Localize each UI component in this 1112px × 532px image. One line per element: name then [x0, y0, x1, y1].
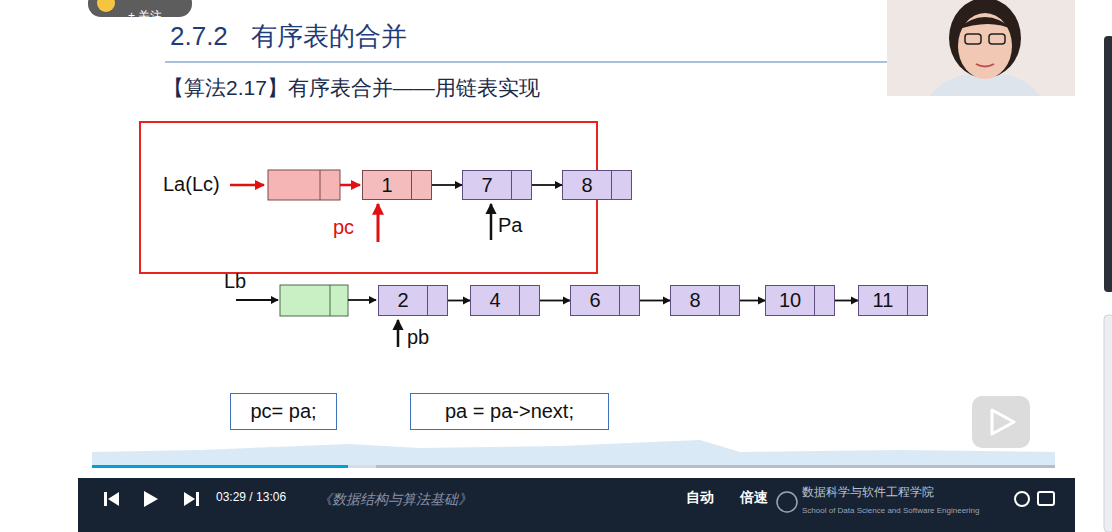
avatar-icon	[97, 0, 115, 12]
node-text: 4	[489, 289, 500, 312]
head-pointer-arrow	[236, 299, 278, 301]
next-icon	[184, 492, 195, 506]
next-arrow	[340, 184, 360, 187]
node-text: pc= pa;	[250, 400, 316, 423]
prev-icon	[104, 492, 107, 506]
pointer-divider	[330, 285, 331, 316]
progress-buffer	[348, 465, 376, 468]
school-emblem	[777, 492, 797, 512]
pointer-field	[719, 286, 739, 315]
control-label: 倍速	[740, 489, 768, 505]
sidebar-bar	[1104, 36, 1112, 292]
list-node: 11	[858, 285, 928, 316]
node-text: 6	[589, 289, 600, 312]
list-node: 4	[470, 285, 540, 316]
node-text: pa = pa->next;	[445, 400, 574, 423]
pointer-name: pb	[407, 326, 429, 349]
settings-icon	[1015, 492, 1029, 506]
pointer-arrow	[377, 204, 380, 242]
webcam-ground	[887, 0, 1075, 96]
pointer-field	[511, 171, 531, 199]
list-node: 7	[462, 170, 532, 200]
next-icon	[196, 492, 199, 506]
node-text: 10	[779, 289, 801, 312]
play-overlay	[972, 396, 1030, 448]
code-box: pc= pa;	[230, 393, 337, 430]
node-text: 11	[873, 289, 894, 312]
node-text: 1	[381, 174, 392, 197]
school-name: 数据科学与软件工程学院	[802, 486, 934, 500]
list-node: 1	[362, 170, 432, 200]
prev-icon	[108, 492, 119, 506]
play-overlay-icon	[992, 410, 1014, 434]
list-node: 8	[670, 285, 740, 316]
pointer-field	[611, 171, 631, 199]
list-node: 8	[562, 170, 632, 200]
time-readout: 03:29 / 13:06	[216, 491, 286, 505]
control-label: 自动	[686, 489, 714, 505]
webcam-mouth	[976, 64, 994, 67]
list-node: 2	[378, 285, 448, 316]
sidebar-bar	[1104, 315, 1112, 532]
progress-track	[92, 465, 1055, 468]
pointer-field	[427, 286, 447, 315]
next-arrow	[532, 184, 562, 186]
node-text: 7	[481, 174, 492, 197]
pointer-field	[519, 286, 539, 315]
next-arrow	[835, 300, 858, 302]
webcam-fringe	[956, 17, 1014, 30]
next-arrow	[540, 300, 570, 302]
list-node: 10	[765, 285, 835, 316]
node-text: 8	[689, 289, 700, 312]
next-arrow	[448, 300, 470, 302]
webcam-hair	[949, 0, 1021, 78]
play-icon	[144, 491, 158, 507]
next-arrow	[740, 300, 765, 302]
fullscreen-icon	[1038, 492, 1054, 505]
list-name: Lb	[224, 270, 246, 293]
next-arrow	[640, 300, 670, 302]
pointer-field	[814, 286, 834, 315]
list-node: 6	[570, 285, 640, 316]
head-pointer-arrow	[230, 184, 264, 187]
node-text: 8	[581, 174, 592, 197]
pointer-divider	[320, 170, 321, 200]
webcam-glasses	[989, 34, 1005, 44]
list-name: La(Lc)	[163, 173, 220, 196]
node-text: 2	[397, 289, 408, 312]
pointer-name: pc	[333, 216, 354, 239]
code-box: pa = pa->next;	[410, 393, 609, 430]
course-watermark: 《数据结构与算法基础》	[318, 492, 472, 508]
title-rule	[165, 61, 887, 62]
head-node	[268, 170, 340, 200]
pointer-field	[411, 171, 431, 199]
algorithm-heading: 【算法2.17】有序表合并——用链表实现	[163, 76, 540, 100]
pointer-name: Pa	[498, 214, 522, 237]
progress-fill	[92, 465, 348, 468]
pointer-arrow	[490, 204, 493, 240]
pointer-field	[907, 286, 927, 315]
slide-ground	[78, 0, 1075, 478]
school-name: School of Data Science and Software Engi…	[802, 506, 979, 515]
pointer-field	[619, 286, 639, 315]
pointer-arrow	[397, 320, 400, 347]
follow-label: + 关注	[128, 10, 162, 24]
webcam-glasses	[965, 34, 981, 44]
head-node	[280, 285, 348, 316]
heat-wave	[92, 440, 1055, 466]
slide-title: 2.7.2 有序表的合并	[170, 22, 407, 52]
next-arrow	[432, 184, 462, 186]
next-arrow	[348, 299, 376, 301]
control-bar	[78, 478, 1075, 532]
highlight-frame	[140, 122, 597, 273]
